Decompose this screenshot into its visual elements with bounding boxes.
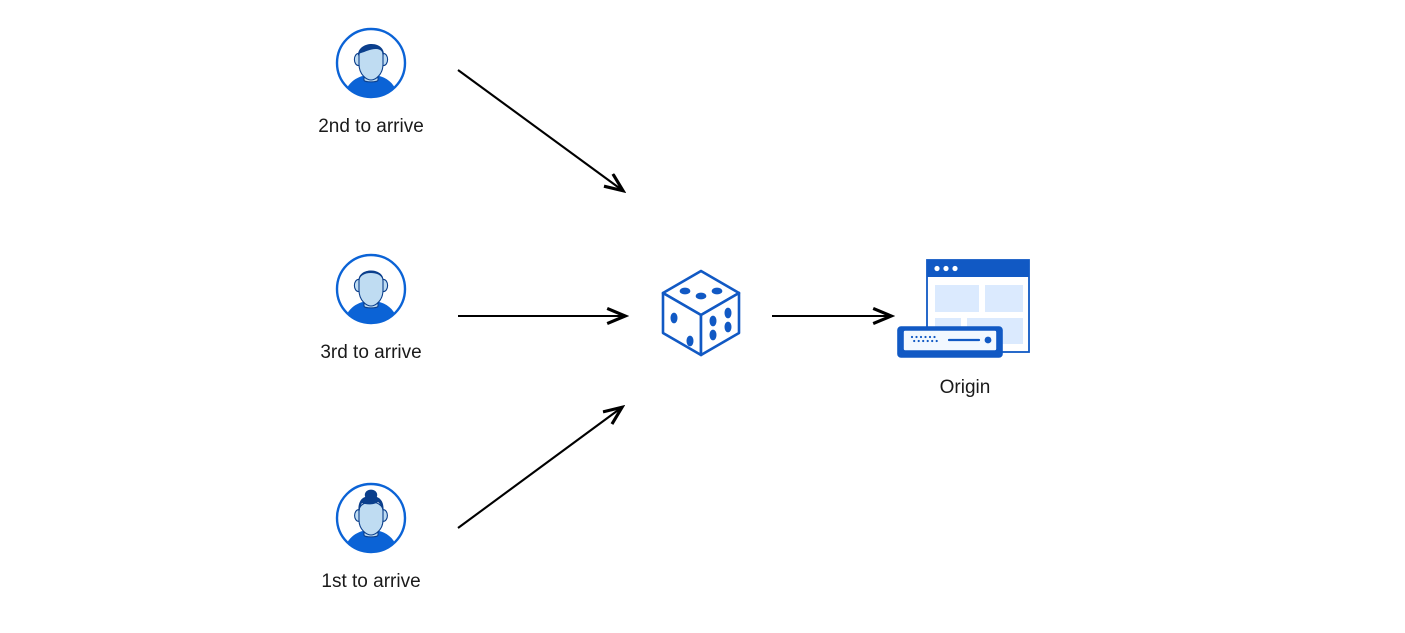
origin-node[interactable]: Origin	[893, 258, 1037, 400]
origin-server-icon	[895, 258, 1035, 362]
origin-label: Origin	[939, 377, 991, 398]
client-node-2nd[interactable]: 2nd to arrive	[318, 25, 424, 139]
client-label-1st: 1st to arrive	[321, 571, 421, 592]
user-avatar-icon	[333, 251, 409, 327]
arrow-2nd-to-balancer	[457, 69, 622, 190]
dice-icon	[655, 265, 747, 361]
client-label-2nd: 2nd to arrive	[318, 116, 424, 137]
user-avatar-icon	[333, 480, 409, 556]
client-node-3rd[interactable]: 3rd to arrive	[320, 251, 422, 365]
arrow-1st-to-balancer	[457, 408, 621, 529]
random-balancer-node[interactable]	[655, 265, 747, 361]
client-label-3rd: 3rd to arrive	[320, 342, 422, 363]
server-appliance	[897, 326, 1003, 358]
client-node-1st[interactable]: 1st to arrive	[321, 480, 421, 594]
user-avatar-icon	[333, 25, 409, 101]
